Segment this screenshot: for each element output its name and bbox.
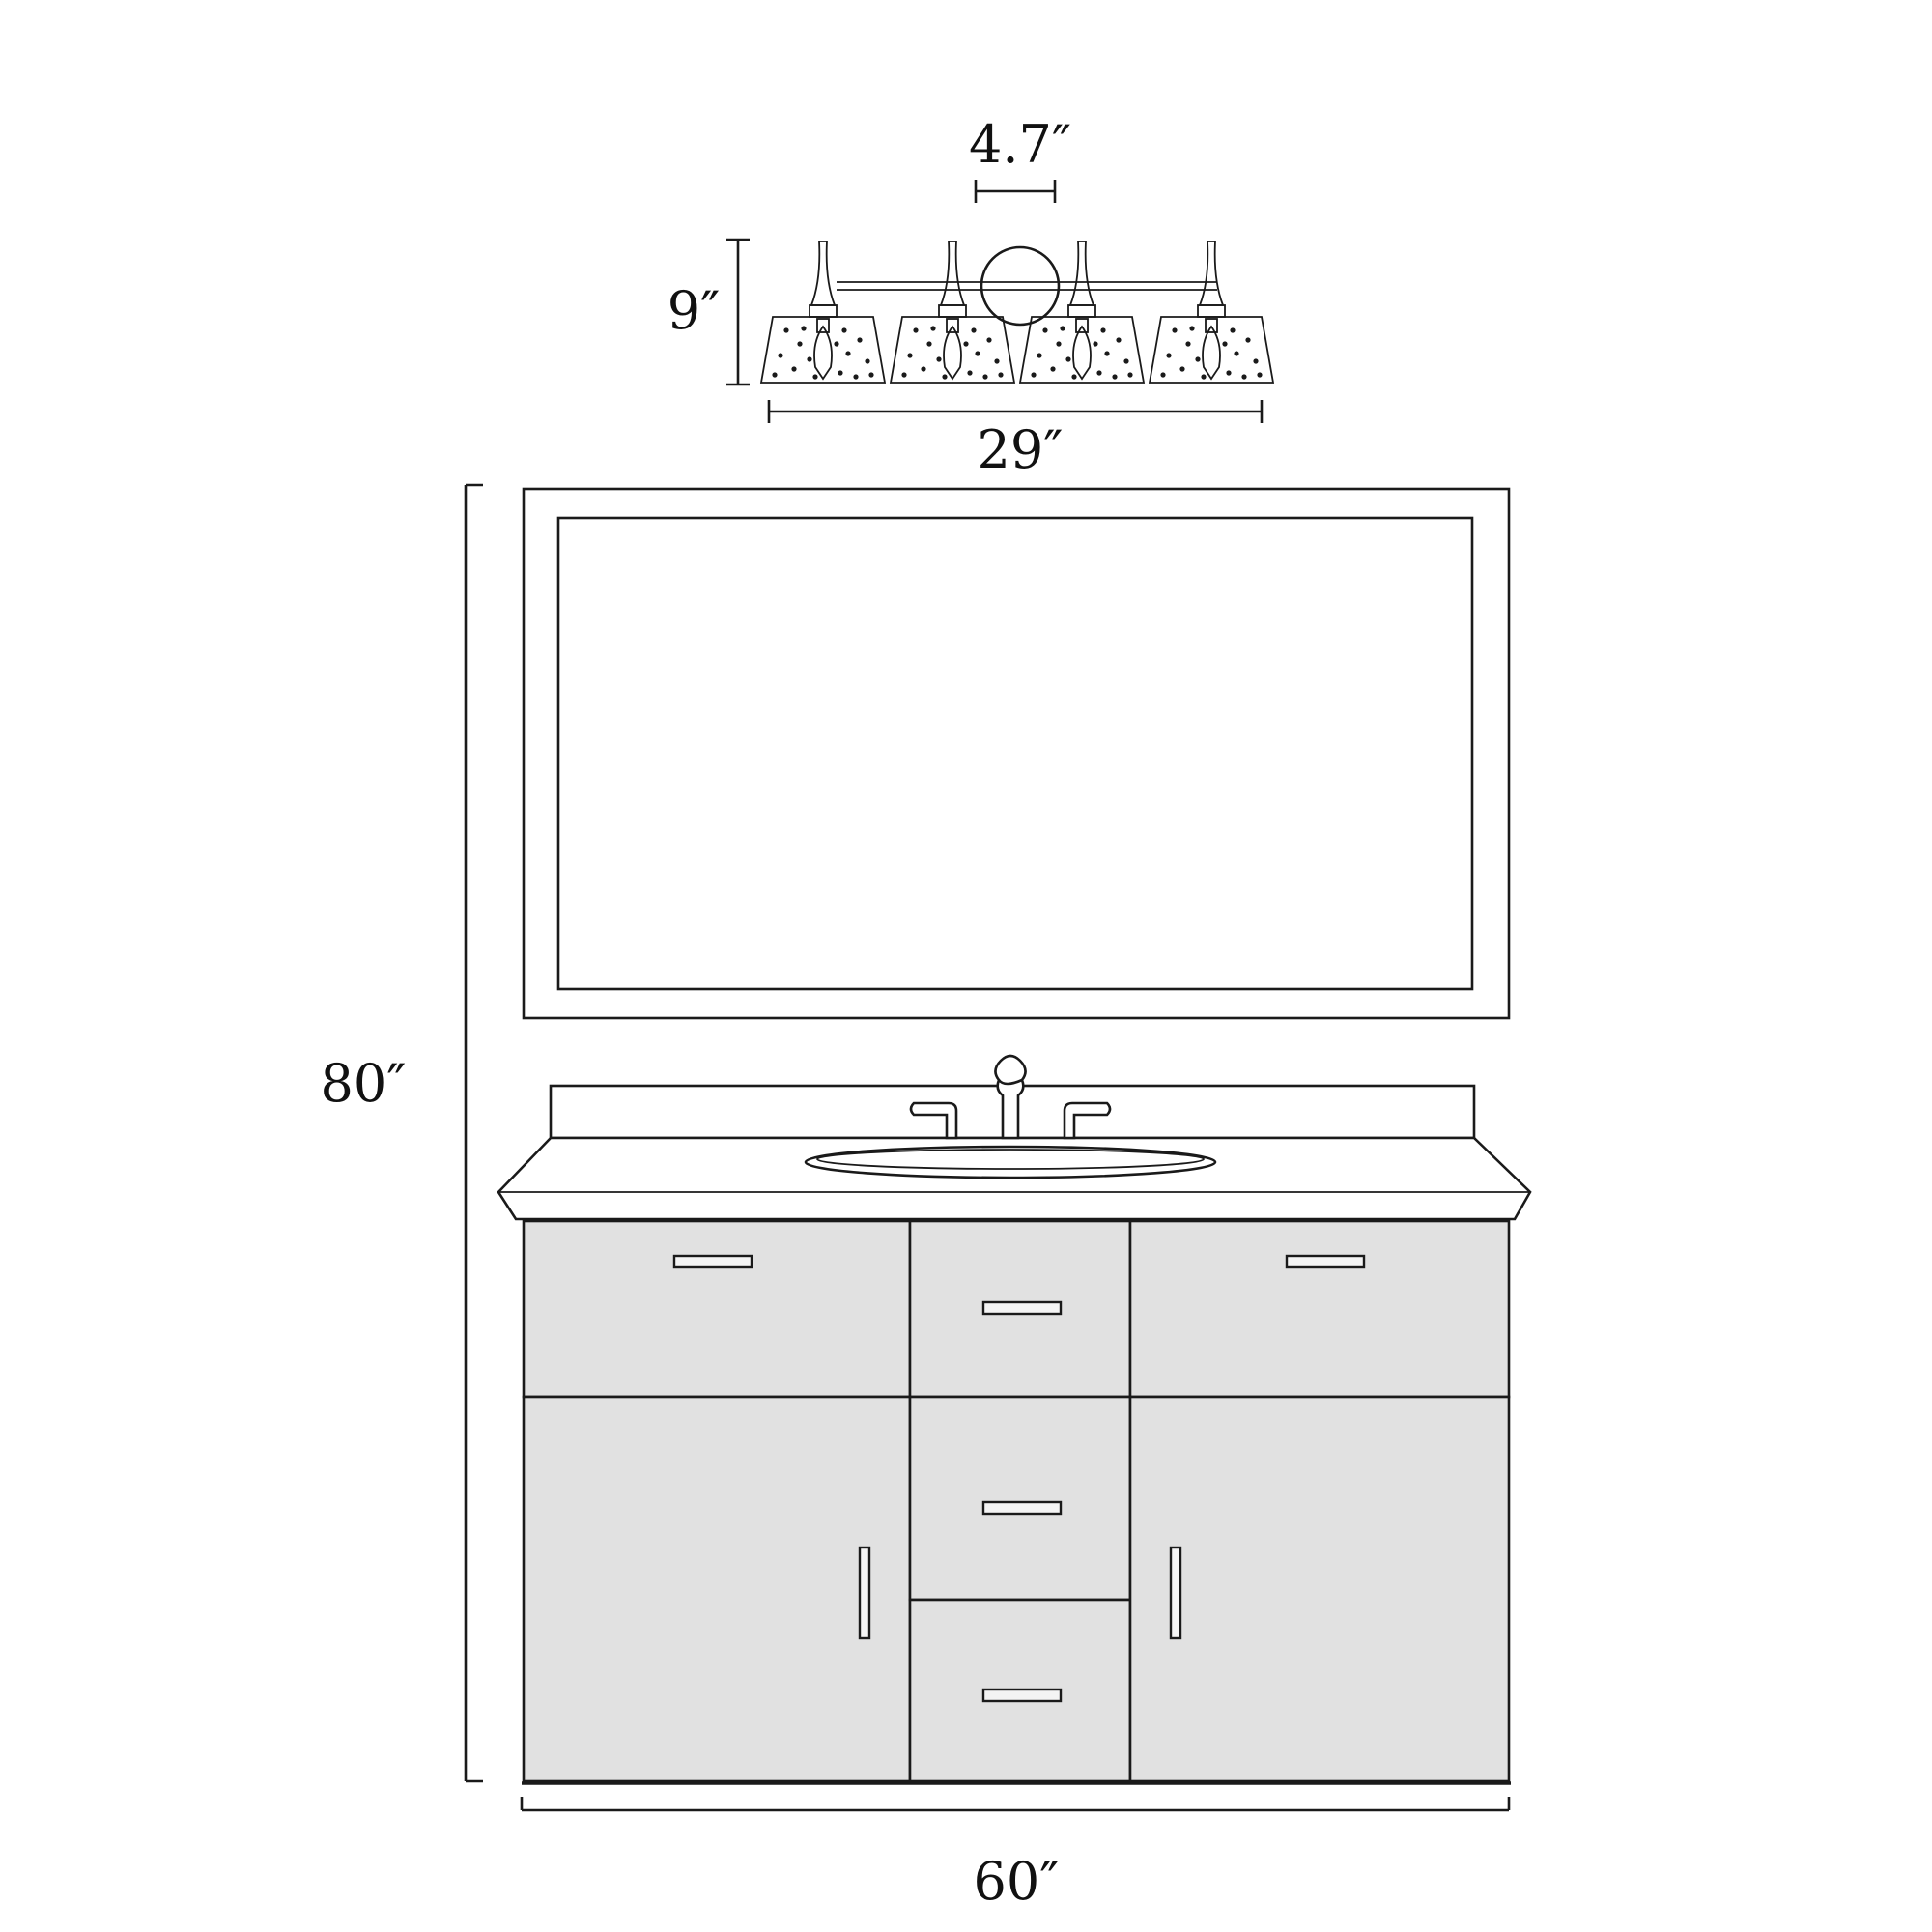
- canopy-width-label: 4.7″: [969, 114, 1071, 175]
- vanity-top: [497, 1054, 1532, 1221]
- middle-center-drawer-pull: [981, 1500, 1063, 1516]
- top-left-drawer: [522, 1219, 912, 1399]
- left-tap-handle: [909, 1101, 958, 1140]
- top-right-drawer-pull: [1285, 1254, 1366, 1269]
- fixture-width-label: 29″: [978, 419, 1064, 480]
- top-right-drawer: [1128, 1219, 1511, 1399]
- overall-height-label: 80″: [321, 1053, 407, 1114]
- wall-canopy: [980, 245, 1061, 327]
- sink-basin: [804, 1145, 1217, 1179]
- fixture-width-dimension: 29″: [767, 400, 1264, 480]
- middle-center-drawer: [908, 1395, 1132, 1602]
- fixture-height-label: 9″: [668, 280, 721, 341]
- vanity-width-dimension: 60″: [520, 1797, 1511, 1912]
- left-door: [522, 1395, 912, 1783]
- glass-shade-3: [1018, 241, 1146, 384]
- bottom-center-drawer-pull: [981, 1688, 1063, 1703]
- vanity-cabinet: [522, 1219, 1511, 1785]
- mirror-frame: [522, 487, 1511, 1020]
- glass-shade-2: [889, 241, 1016, 384]
- right-door-pull: [1169, 1546, 1182, 1640]
- fixture-height-dimension: 9″: [668, 238, 750, 386]
- right-tap-handle: [1063, 1101, 1112, 1140]
- right-door: [1128, 1395, 1511, 1783]
- mirror-glass: [556, 516, 1474, 991]
- mirror: [522, 487, 1511, 1020]
- glass-shade-1: [759, 241, 887, 384]
- vanity-width-label: 60″: [974, 1851, 1060, 1912]
- overall-height-dimension: 80″: [321, 483, 483, 1783]
- glass-shade-4: [1148, 241, 1275, 384]
- left-door-pull: [858, 1546, 871, 1640]
- vanity-light-fixture: [759, 241, 1275, 384]
- top-left-drawer-pull: [672, 1254, 753, 1269]
- faucet: [909, 1054, 1112, 1140]
- top-center-drawer-pull: [981, 1300, 1063, 1316]
- canopy-width-dimension: 4.7″: [969, 114, 1071, 203]
